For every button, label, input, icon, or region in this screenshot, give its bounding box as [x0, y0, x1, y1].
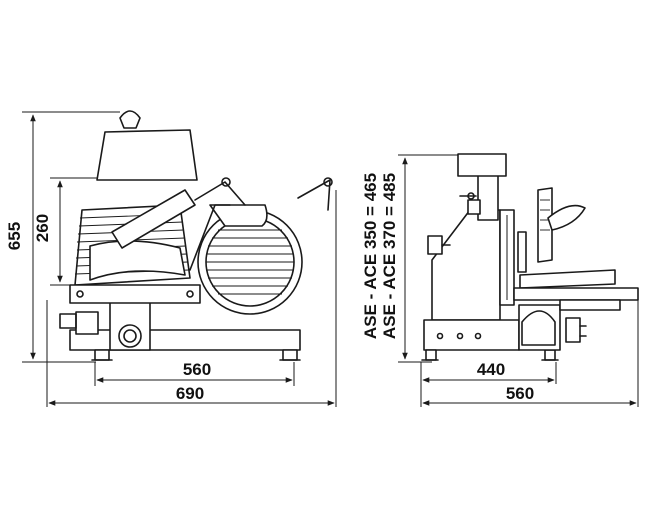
- front-base: [59, 299, 301, 361]
- dim-690-label: 690: [176, 384, 204, 403]
- dim-model-a-label: ASE - ACE 350 = 465: [361, 173, 380, 339]
- dim-655-label: 655: [5, 222, 24, 250]
- front-hood: [96, 110, 198, 181]
- front-view: 655 260 560 690: [5, 110, 337, 407]
- side-body: [421, 209, 587, 361]
- side-view: ASE - ACE 350 = 465 ASE - ACE 370 = 485 …: [361, 153, 639, 407]
- dim-model-b-label: ASE - ACE 370 = 485: [380, 173, 399, 339]
- front-blade: [197, 204, 303, 315]
- side-column: [457, 153, 515, 306]
- dim-560-front-label: 560: [183, 360, 211, 379]
- side-tray: [513, 187, 639, 311]
- dim-440-label: 440: [477, 360, 505, 379]
- front-pusher: [111, 177, 333, 271]
- dim-560-side-label: 560: [506, 384, 534, 403]
- dim-260-label: 260: [33, 214, 52, 242]
